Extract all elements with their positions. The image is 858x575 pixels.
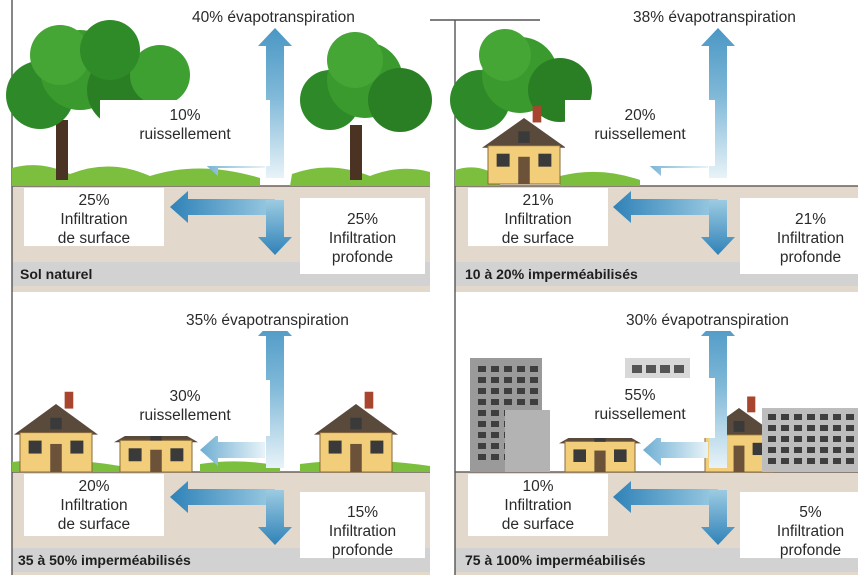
surface-infiltration-arrow xyxy=(613,191,718,223)
evapotranspiration-label: 30% évapotranspiration xyxy=(620,311,795,331)
runoff-text: ruissellement xyxy=(594,406,686,423)
deep-infiltration-label: 5% Infiltration profonde xyxy=(748,503,858,560)
runoff-percent: 30% xyxy=(169,388,201,405)
small-building xyxy=(625,358,690,380)
deep-infiltration-line2: profonde xyxy=(779,542,842,559)
evapotranspiration-label: 40% évapotranspiration xyxy=(186,8,361,28)
runoff-text: ruissellement xyxy=(139,407,231,424)
label-box xyxy=(565,378,715,438)
runoff-percent: 20% xyxy=(624,107,656,124)
evapotranspiration-label: 35% évapotranspiration xyxy=(180,311,355,331)
deep-infiltration-line1: Infiltration xyxy=(328,523,397,540)
runoff-arrow xyxy=(643,434,708,466)
label-box xyxy=(24,474,164,536)
surface-infiltration-percent: 21% xyxy=(522,192,554,209)
runoff-label: 55% ruissellement xyxy=(565,386,715,424)
surface-infiltration-arrow xyxy=(170,481,275,513)
deep-infiltration-arrow xyxy=(701,490,735,545)
label-box xyxy=(565,100,715,166)
surface-infiltration-line2: de surface xyxy=(57,516,131,533)
deep-infiltration-line1: Infiltration xyxy=(776,523,845,540)
runoff-label: 30% ruissellement xyxy=(110,387,260,425)
tree-2 xyxy=(300,32,432,180)
house xyxy=(314,391,398,473)
label-box xyxy=(100,380,270,436)
panel-caption: 10 à 20% imperméabilisés xyxy=(465,266,638,282)
runoff-label: 20% ruissellement xyxy=(565,106,715,144)
deep-infiltration-line2: profonde xyxy=(331,249,394,266)
surface-infiltration-line1: Infiltration xyxy=(504,497,572,514)
surface-infiltration-label: 25% Infiltration de surface xyxy=(24,191,164,248)
surface-infiltration-line1: Infiltration xyxy=(60,497,128,514)
deep-infiltration-label: 25% Infiltration profonde xyxy=(300,210,425,267)
deep-infiltration-arrow xyxy=(701,200,735,255)
surface-infiltration-percent: 25% xyxy=(78,192,110,209)
runoff-percent: 10% xyxy=(169,107,201,124)
runoff-label: 10% ruissellement xyxy=(110,106,260,144)
label-box xyxy=(740,198,858,274)
deep-infiltration-percent: 15% xyxy=(346,504,379,521)
surface-infiltration-percent: 10% xyxy=(522,478,554,495)
tall-building-2 xyxy=(505,410,550,472)
label-box xyxy=(100,100,270,166)
wide-building xyxy=(762,408,858,472)
runoff-text: ruissellement xyxy=(139,126,231,143)
deep-infiltration-arrow xyxy=(258,490,292,545)
runoff-percent: 55% xyxy=(624,387,656,404)
surface-infiltration-line2: de surface xyxy=(501,230,575,247)
deep-infiltration-line2: profonde xyxy=(331,542,394,559)
deep-infiltration-label: 15% Infiltration profonde xyxy=(300,503,425,560)
surface-infiltration-arrow xyxy=(613,481,718,513)
deep-infiltration-percent: 25% xyxy=(346,211,379,228)
deep-infiltration-arrow xyxy=(258,200,292,255)
deep-infiltration-line2: profonde xyxy=(779,249,842,266)
runoff-text: ruissellement xyxy=(594,126,686,143)
surface-infiltration-label: 20% Infiltration de surface xyxy=(24,477,164,534)
label-box xyxy=(300,198,425,274)
tree-3 xyxy=(450,29,592,180)
surface-infiltration-arrow xyxy=(170,191,275,223)
deep-infiltration-label: 21% Infiltration profonde xyxy=(748,210,858,267)
surface-infiltration-line1: Infiltration xyxy=(60,211,128,228)
label-box xyxy=(468,474,608,536)
panel-caption: Sol naturel xyxy=(20,266,93,282)
deep-infiltration-line1: Infiltration xyxy=(328,230,397,247)
deep-infiltration-percent: 21% xyxy=(794,211,827,228)
deep-infiltration-line1: Infiltration xyxy=(776,230,845,247)
panel-caption: 75 à 100% imperméabilisés xyxy=(465,552,646,568)
label-box xyxy=(740,492,858,558)
deep-infiltration-percent: 5% xyxy=(799,504,822,521)
tree-1 xyxy=(6,20,190,180)
label-box xyxy=(24,188,164,246)
label-box xyxy=(468,188,608,246)
surface-infiltration-label: 21% Infiltration de surface xyxy=(468,191,608,248)
surface-infiltration-percent: 20% xyxy=(78,478,110,495)
evapotranspiration-label: 38% évapotranspiration xyxy=(627,8,802,28)
house xyxy=(482,106,566,185)
surface-infiltration-line2: de surface xyxy=(501,516,575,533)
surface-infiltration-label: 10% Infiltration de surface xyxy=(468,477,608,534)
surface-infiltration-line2: de surface xyxy=(57,230,131,247)
panel-caption: 35 à 50% imperméabilisés xyxy=(18,552,191,568)
surface-infiltration-line1: Infiltration xyxy=(504,211,572,228)
runoff-arrow xyxy=(200,434,265,466)
house xyxy=(14,391,98,473)
label-box xyxy=(300,492,425,558)
